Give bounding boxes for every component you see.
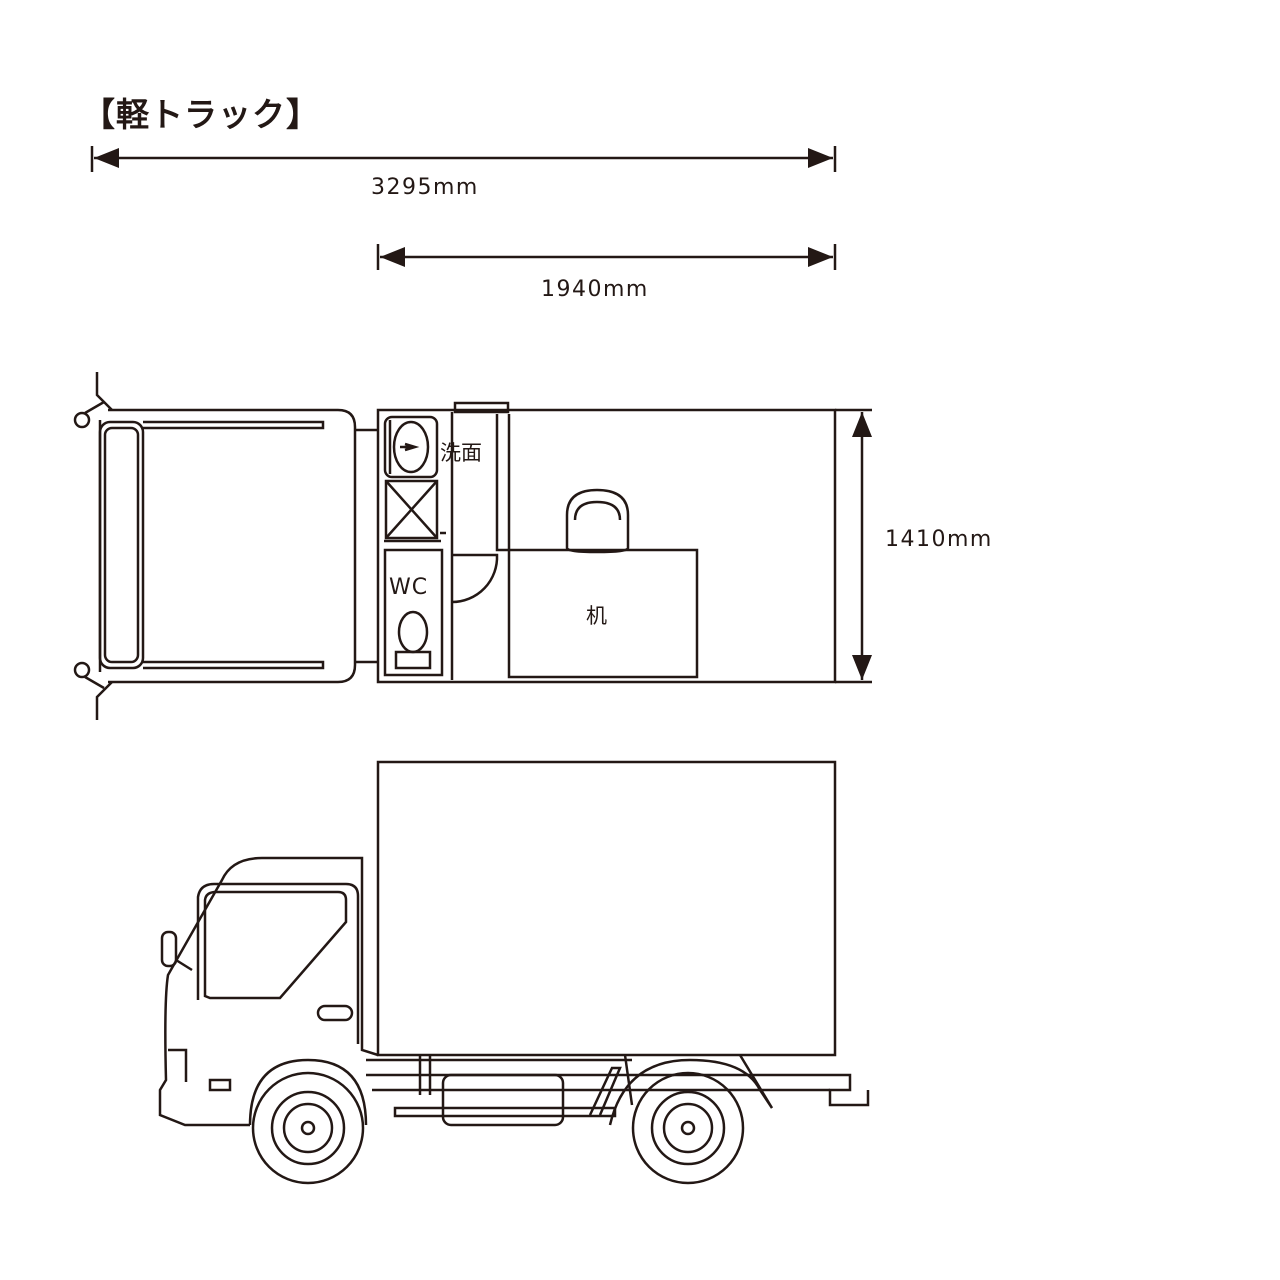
dimension-line-width: [835, 408, 872, 684]
toilet-label: WC: [389, 575, 429, 600]
box-width-label: 1410mm: [885, 527, 993, 552]
overall-length-label: 3295mm: [371, 175, 479, 200]
top-view-box-floorplan: [376, 401, 837, 684]
side-view-truck: [158, 760, 870, 1185]
top-view-cab: [73, 372, 378, 720]
desk-label: 机: [586, 604, 607, 628]
box-length-label: 1940mm: [541, 277, 649, 302]
dimension-line-overall: [90, 146, 837, 172]
page-title: 【軽トラック】: [82, 95, 320, 134]
dimension-line-box: [376, 244, 837, 270]
washroom-label: 洗面: [440, 441, 482, 465]
